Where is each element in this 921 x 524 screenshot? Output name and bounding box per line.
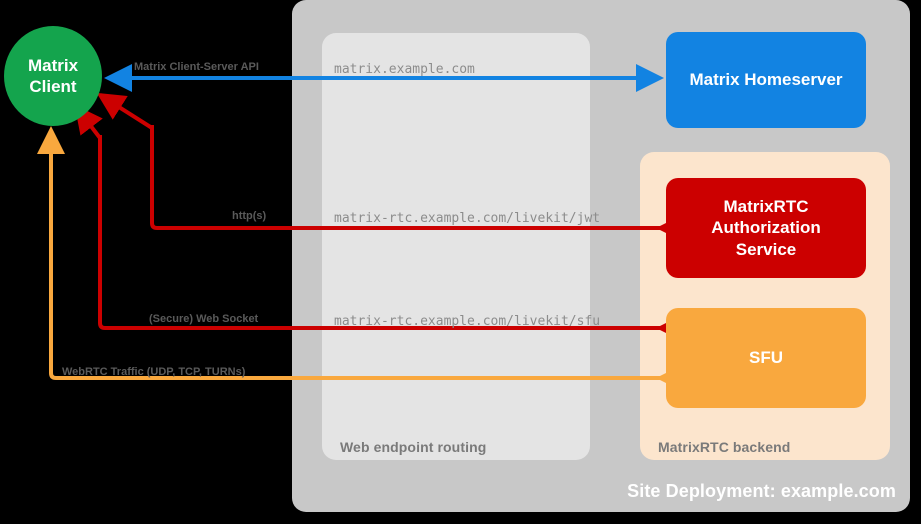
auth-service-label-line1: MatrixRTC (723, 197, 809, 217)
web-endpoint-routing-panel (322, 33, 590, 460)
sfu-label: SFU (749, 348, 783, 368)
endpoint-label-matrix: matrix.example.com (334, 62, 475, 77)
auth-service-label-line2: Authorization (711, 218, 821, 238)
edge-label-webrtc: WebRTC Traffic (UDP, TCP, TURNs) (62, 366, 246, 378)
edge-label-client-server-api: Matrix Client-Server API (134, 61, 259, 73)
matrix-homeserver-label: Matrix Homeserver (689, 70, 843, 90)
node-matrix-client[interactable]: Matrix Client (4, 26, 102, 126)
site-deployment-caption: Site Deployment: example.com (627, 481, 896, 501)
matrix-client-label-line2: Client (29, 77, 77, 96)
matrixrtc-backend-caption: MatrixRTC backend (658, 439, 791, 455)
endpoint-label-sfu: matrix-rtc.example.com/livekit/sfu (334, 314, 601, 329)
web-endpoint-routing-caption: Web endpoint routing (340, 439, 487, 455)
node-matrix-homeserver[interactable]: Matrix Homeserver (666, 32, 866, 128)
edge-label-https: http(s) (232, 210, 267, 222)
auth-service-label-line3: Service (735, 239, 797, 259)
edge-label-websocket: (Secure) Web Socket (149, 313, 259, 325)
endpoint-label-jwt: matrix-rtc.example.com/livekit/jwt (334, 211, 601, 226)
node-matrixrtc-authorization-service[interactable]: MatrixRTC Authorization Service (666, 178, 866, 278)
node-sfu[interactable]: SFU (666, 308, 866, 408)
matrix-client-label-line1: Matrix (27, 55, 79, 75)
